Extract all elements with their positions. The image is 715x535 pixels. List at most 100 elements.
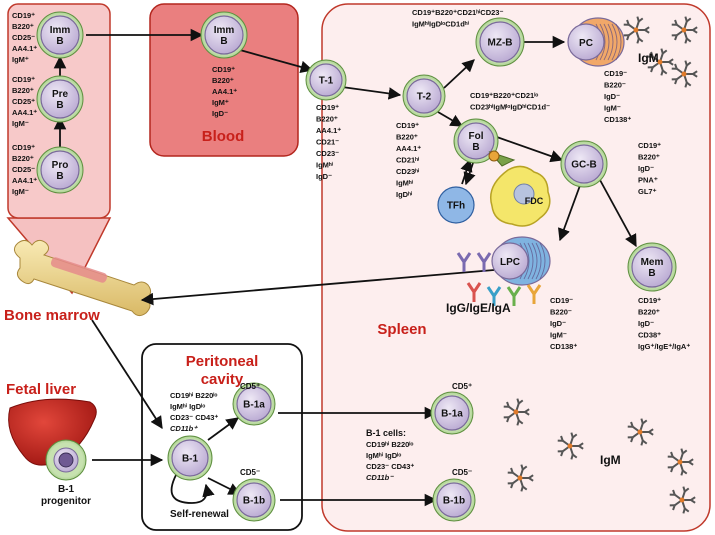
igm-pentamer-icon	[503, 398, 530, 426]
marker-pre-b-1: B220⁺	[12, 86, 34, 95]
femur-bone-icon	[14, 239, 152, 317]
cell-label-fol-b-1: B	[472, 142, 479, 153]
marker-t1-3: CD21⁻	[316, 138, 339, 147]
cell-label-b1a-pc-0: B-1a	[243, 400, 265, 411]
antibody-icon	[456, 252, 472, 272]
cells-layer: ProBPreBImmBImmBT-1T-2MZ-BFolBTFhGC-BMem…	[36, 11, 677, 522]
markers-layer: CD19⁺B220⁺CD25⁻AA4.1⁺IgM⁺CD19⁺B220⁺CD25⁺…	[12, 7, 690, 482]
peritoneal-label-line2: cavity	[201, 371, 244, 388]
marker-mem-b-2: IgD⁻	[638, 319, 654, 328]
cd5-neg-pc-label: CD5⁻	[240, 468, 260, 477]
arrow-gcb-to-lpc	[557, 179, 583, 242]
marker-b1-pc-0: CD19ʰⁱ B220ˡᵒ	[170, 390, 217, 400]
arrow-folb-to-gcb	[493, 135, 564, 163]
marker-mzb-0: CD19⁺B220⁺CD21ʰⁱCD23⁻	[412, 7, 503, 17]
marker-pre-b-0: CD19⁺	[12, 75, 35, 84]
cell-label-imm-b-bm-0: Imm	[50, 25, 71, 36]
marker-fol-b-0: CD19⁺B220⁺CD21ˡᵒ	[470, 91, 538, 100]
cell-mzb: MZ-B	[475, 17, 525, 67]
marker-gcb-4: GL7⁺	[638, 187, 657, 196]
marker-pro-b-3: AA4.1⁺	[12, 176, 37, 185]
marker-fol-b-1: CD23ʰⁱIgMˡᵒIgDʰⁱCD1d⁻	[470, 102, 550, 112]
marker-imm-b-bm-0: CD19⁺	[12, 11, 35, 20]
cell-label-b1-pc-0: B-1	[182, 454, 199, 465]
marker-t2-0: CD19⁺	[396, 121, 419, 130]
cell-lpc: LPC	[491, 236, 551, 286]
marker-imm-b-bm-1: B220⁺	[12, 22, 34, 31]
cell-label-pc: PC	[579, 38, 593, 49]
cell-label-t2-0: T-2	[417, 92, 432, 103]
fdc-label: FDC	[525, 196, 544, 206]
marker-imm-b-bm-4: IgM⁺	[12, 55, 29, 64]
igm-pentamer-icon	[623, 16, 650, 44]
blood-panel	[149, 3, 299, 157]
cell-label-pro-b-1: B	[56, 171, 63, 182]
marker-b1-pc-1: IgMʰⁱ IgDˡᵒ	[170, 401, 205, 411]
marker-gcb-3: PNA⁺	[638, 176, 658, 185]
cd5-pos-pc-label: CD5⁺	[240, 382, 260, 391]
cd5-pos-spleen-label: CD5⁺	[452, 382, 472, 391]
antibodies-layer	[456, 16, 698, 514]
arrow-b1-to-b1a	[207, 417, 240, 441]
cell-label-imm-b-bm-1: B	[56, 36, 63, 47]
igm-pentamer-icon	[669, 486, 696, 514]
cell-label-tfh-0: TFh	[447, 201, 465, 212]
marker-t2-4: CD23ʰⁱ	[396, 166, 420, 176]
marker-imm-b-blood-2: AA4.1⁺	[212, 87, 237, 96]
marker-t1-2: AA4.1⁺	[316, 126, 341, 135]
arrow-t1-to-t2	[341, 86, 402, 100]
marker-imm-b-bm-3: AA4.1⁺	[12, 44, 37, 53]
marker-pre-b-4: IgM⁻	[12, 119, 29, 128]
fdc-cell: FDC	[488, 150, 551, 227]
marker-b1-spleen-3: CD23⁻ CD43⁺	[366, 462, 414, 471]
cell-t2: T-2	[402, 74, 446, 118]
marker-b1-pc-2: CD23⁻ CD43⁺	[170, 413, 218, 422]
cell-b1b-sp: B-1b	[432, 478, 476, 522]
igm-pentamer-icon	[507, 464, 534, 492]
marker-t2-5: IgMʰⁱ	[396, 178, 414, 188]
cd5-neg-spleen-label: CD5⁻	[452, 468, 472, 477]
marker-t2-3: CD21ʰⁱ	[396, 155, 420, 165]
antibody-icon	[466, 282, 482, 302]
marker-imm-b-blood-3: IgM⁺	[212, 98, 229, 107]
cell-label-imm-b-blood-1: B	[220, 36, 227, 47]
cell-label-lpc: LPC	[500, 257, 520, 268]
iggea-label: IgG/IgE/IgA	[446, 301, 511, 315]
marker-mem-b-3: CD38⁺	[638, 331, 661, 340]
marker-pc-0: CD19⁻	[604, 69, 627, 78]
marker-pc-2: IgD⁻	[604, 92, 620, 101]
peritoneal-label-line1: Peritoneal	[186, 353, 259, 370]
cell-label-pre-b-1: B	[56, 100, 63, 111]
igm-pentamer-icon	[647, 48, 674, 76]
marker-imm-b-bm-2: CD25⁻	[12, 33, 35, 42]
antibody-icon	[526, 284, 542, 304]
arrow-lpc-to-bone	[140, 269, 495, 306]
marker-t1-6: IgD⁻	[316, 172, 332, 181]
spleen-label: Spleen	[377, 321, 426, 338]
cell-pc: PC	[567, 17, 625, 67]
marker-t1-1: B220⁺	[316, 115, 338, 124]
marker-lpc-4: CD138⁺	[550, 342, 577, 351]
marker-b1-spleen-1: CD19ʰⁱ B220ˡᵒ	[366, 439, 413, 449]
igm-pentamer-icon	[627, 418, 654, 446]
cell-label-gcb-0: GC-B	[571, 160, 597, 171]
cell-t1: T-1	[305, 59, 347, 101]
marker-gcb-2: IgD⁻	[638, 164, 654, 173]
marker-imm-b-blood-0: CD19⁺	[212, 65, 235, 74]
marker-t1-5: IgMʰⁱ	[316, 160, 334, 170]
arrow-t2-to-mzb	[443, 59, 475, 89]
fetal-liver-label: Fetal liver	[6, 381, 76, 398]
marker-lpc-2: IgD⁻	[550, 319, 566, 328]
marker-b1-spleen-0: B-1 cells:	[366, 428, 406, 438]
cell-b1a-sp: B-1a	[430, 391, 474, 435]
marker-imm-b-blood-4: IgD⁻	[212, 109, 228, 118]
marker-mem-b-1: B220⁺	[638, 308, 660, 317]
igm-label-top: IgM	[638, 51, 659, 65]
marker-pc-4: CD138⁺	[604, 115, 631, 124]
antibody-icon	[486, 286, 502, 306]
marker-t2-6: IgDʰⁱ	[396, 189, 413, 199]
marker-imm-b-blood-1: B220⁺	[212, 76, 234, 85]
